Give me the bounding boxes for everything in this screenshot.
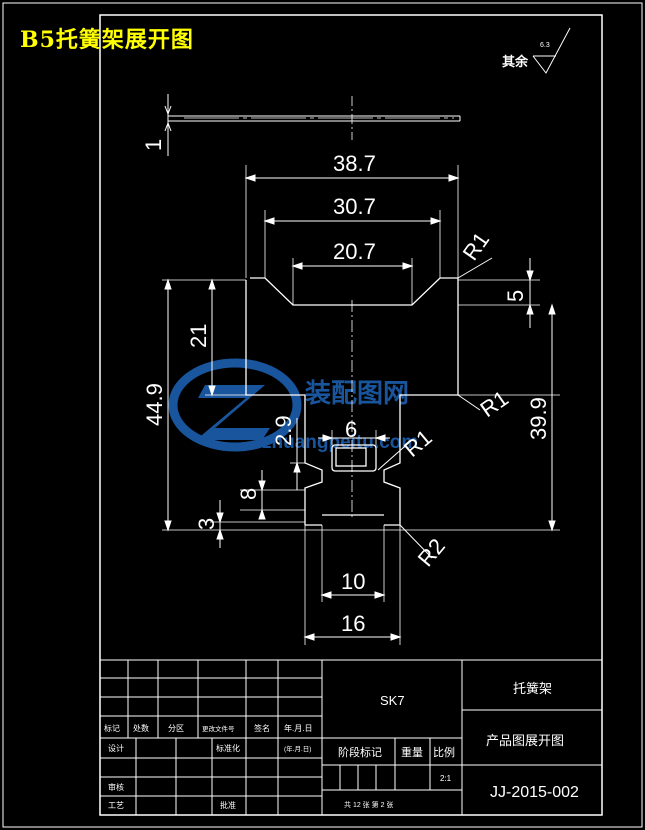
tb-standardize-label: 标准化 bbox=[216, 743, 240, 753]
watermark-cn: 装配图网 bbox=[305, 378, 409, 408]
svg-text:其余: 其余 bbox=[502, 54, 529, 69]
extension-lines bbox=[162, 165, 560, 645]
tb-drawing-number: JJ-2015-002 bbox=[490, 784, 579, 801]
dim-38-7: 38.7 bbox=[333, 151, 376, 176]
tb-design-label: 设计 bbox=[108, 743, 124, 753]
tb-sheets: 共 12 张 第 2 张 bbox=[344, 800, 393, 809]
dim-radius-mid: R1 bbox=[476, 385, 513, 422]
tb-scale: 比例 bbox=[433, 745, 455, 759]
tb-mark-label: 标记 bbox=[104, 723, 120, 733]
drawing-heading: B5托簧架展开图 bbox=[20, 27, 194, 53]
dim-8: 8 bbox=[236, 488, 261, 500]
dim-39-9: 39.9 bbox=[526, 397, 551, 440]
tb-review-label: 审核 bbox=[108, 782, 124, 792]
dim-20-7: 20.7 bbox=[333, 239, 376, 264]
dim-2-9: 2.9 bbox=[271, 415, 296, 446]
tb-process-label: 工艺 bbox=[108, 801, 124, 810]
dim-3: 3 bbox=[194, 518, 219, 530]
tb-change-doc-label: 更改文件号 bbox=[202, 724, 235, 733]
tb-part-name: 托簧架 bbox=[513, 681, 552, 696]
roughness-symbol: 其余 6.3 bbox=[502, 27, 571, 74]
svg-text:6.3: 6.3 bbox=[540, 42, 550, 49]
tb-signature-label: 签名 bbox=[254, 723, 270, 733]
tb-material: SK7 bbox=[380, 693, 405, 708]
dim-thickness: 1 bbox=[141, 139, 166, 151]
dim-radius-slot: R1 bbox=[399, 425, 437, 462]
dim-44-9: 44.9 bbox=[142, 383, 167, 426]
tb-weight: 重量 bbox=[401, 745, 423, 759]
dim-6: 6 bbox=[345, 417, 357, 442]
dim-10: 10 bbox=[341, 569, 365, 594]
dimension-lines bbox=[164, 174, 556, 641]
inner-frame bbox=[99, 14, 603, 816]
tb-drawing-title: 产品图展开图 bbox=[486, 733, 564, 748]
tb-date-label: 年.月.日 bbox=[284, 723, 312, 733]
dim-21: 21 bbox=[186, 324, 211, 348]
tb-approve-label: 批准 bbox=[220, 800, 236, 810]
tb-zone-label: 分区 bbox=[168, 724, 184, 733]
dim-radius-bottom: R2 bbox=[413, 534, 450, 572]
dim-5: 5 bbox=[503, 290, 528, 302]
tb-count-label: 处数 bbox=[133, 723, 149, 733]
tb-stage-mark: 阶段标记 bbox=[338, 745, 382, 759]
dim-30-7: 30.7 bbox=[333, 194, 376, 219]
tb-scale-value: 2:1 bbox=[440, 774, 452, 783]
dim-radius-top: R1 bbox=[458, 227, 495, 264]
title-block-grid bbox=[100, 659, 602, 815]
dim-16: 16 bbox=[341, 611, 365, 636]
side-view-strip bbox=[164, 94, 461, 156]
tb-date-hint: (年.月.日) bbox=[284, 744, 311, 753]
part-outline bbox=[245, 277, 459, 526]
